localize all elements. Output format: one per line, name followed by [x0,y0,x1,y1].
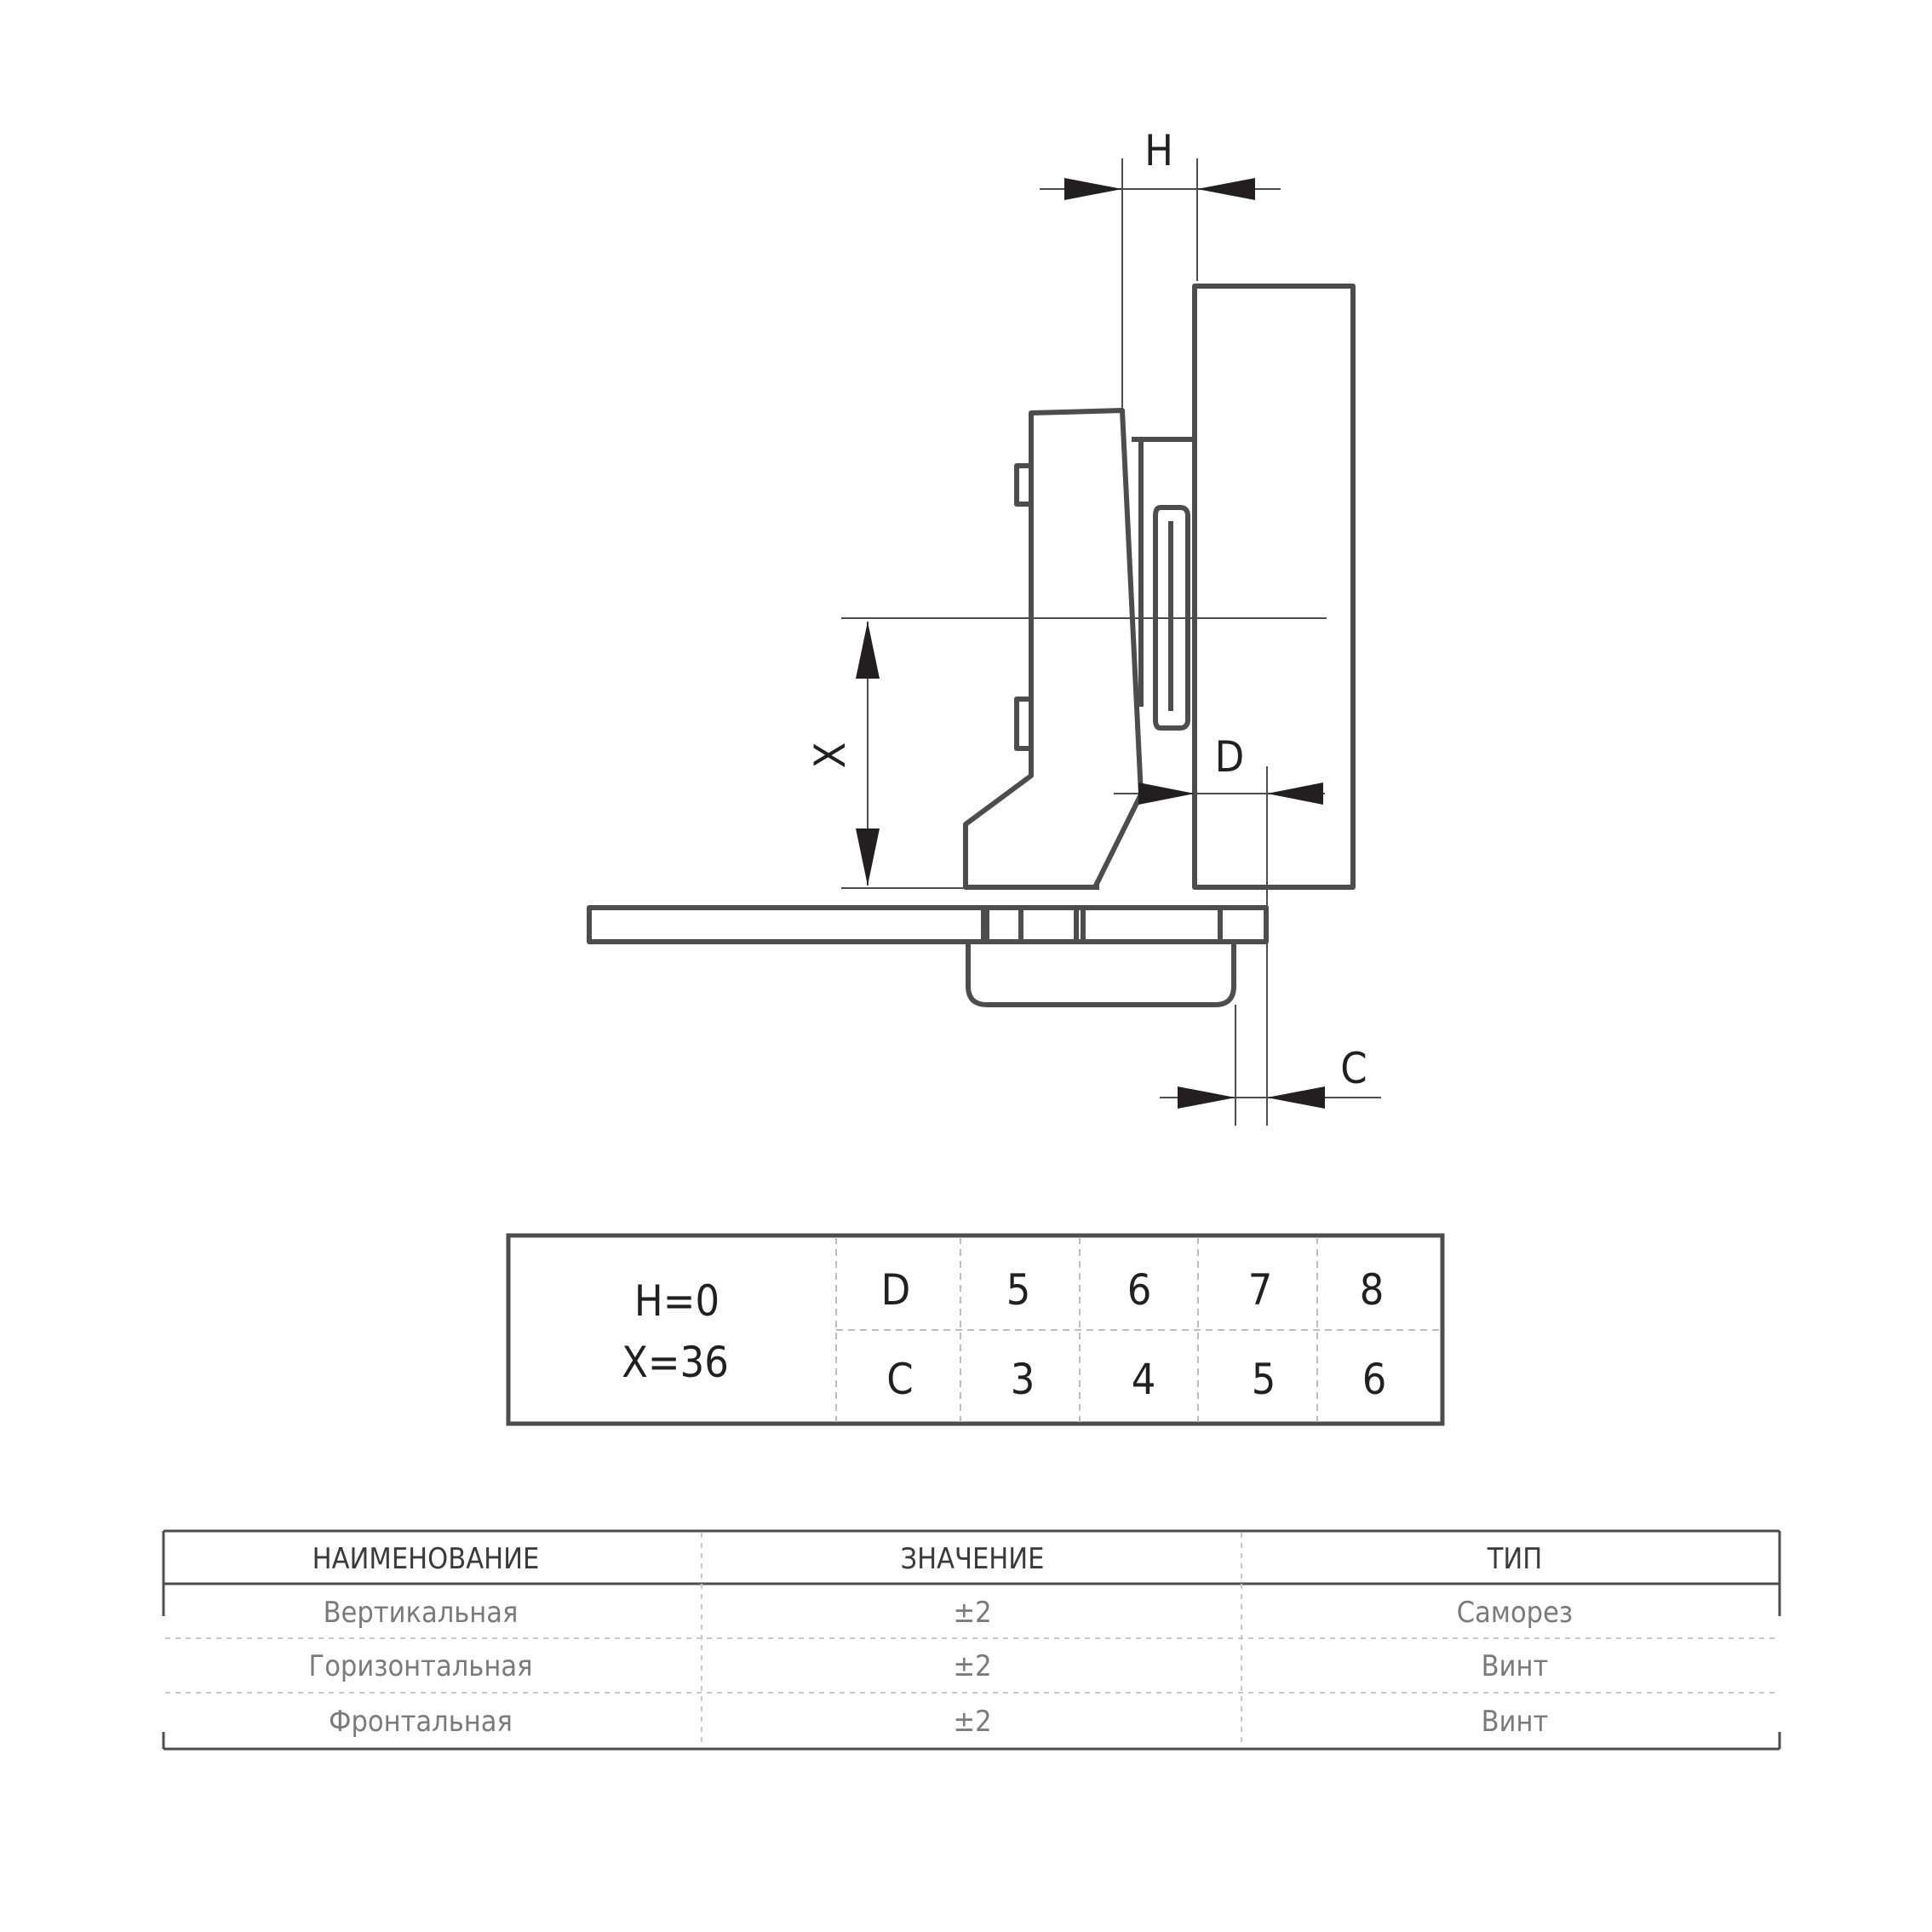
label-h: H [1144,126,1173,175]
spec-row-value: ±2 [953,1596,991,1630]
spec-header-value: ЗНАЧЕНИЕ [900,1542,1044,1576]
mounting-plate-cam [1153,505,1190,731]
c-arrow-right [1267,1086,1325,1109]
d-arrow-right [1267,783,1323,805]
label-x: X [805,742,855,769]
spec-row-type: Винт [1482,1705,1549,1739]
arm-tab-top [1014,463,1034,507]
spec-row-value: ±2 [953,1705,991,1739]
dimension-lines [841,158,1381,1126]
spec-header-type: ТИП [1487,1542,1543,1576]
spec-row-type: Саморез [1457,1596,1573,1630]
row-c-value: 6 [1362,1355,1387,1404]
spec-row-name: Вертикальная [324,1596,519,1630]
h-arrow-right [1197,178,1255,200]
c-arrow-left [1178,1086,1235,1109]
cup-screw [984,905,1079,944]
hinge-arm [963,408,1144,890]
arm-tab-bottom [1014,697,1034,751]
spec-row-value: ±2 [953,1649,991,1683]
dc-table: H=0 X=36 D 5 6 7 8 C 3 4 5 6 [506,1233,1445,1426]
door-panel [587,905,1269,944]
d-arrow-left [1138,783,1195,805]
dc-table-frame [506,1233,1445,1426]
label-d: D [1215,732,1245,782]
param-x: X=36 [622,1338,729,1387]
spec-header-name: НАИМЕНОВАНИЕ [312,1542,540,1576]
h-arrow-left [1064,178,1122,200]
spec-table-dashes [165,1533,1778,1747]
side-panel [1192,284,1356,890]
row-c-label: C [886,1355,913,1404]
dc-table-dividers [835,1237,1441,1422]
row-c-value: 4 [1132,1355,1156,1404]
dimension-labels: H X D C [805,126,1367,1093]
hinge-cup [966,942,1236,1007]
row-d-value: 5 [1006,1265,1031,1315]
spec-table: НАИМЕНОВАНИЕ ЗНАЧЕНИЕ ТИП Вертикальная ±… [162,1529,1781,1751]
spec-row-name: Фронтальная [329,1705,513,1739]
x-arrow-top [856,622,880,679]
x-arrow-bottom [856,828,880,886]
row-d-value: 8 [1360,1265,1385,1315]
hinge-drawing [587,284,1356,1007]
row-d-value: 6 [1127,1265,1152,1315]
row-d-value: 7 [1248,1265,1273,1315]
spec-row-type: Винт [1482,1649,1549,1683]
row-c-value: 3 [1011,1355,1035,1404]
spec-table-rules [162,1529,1781,1751]
param-h: H=0 [634,1276,719,1326]
spec-row-name: Горизонтальная [309,1649,533,1683]
row-c-value: 5 [1252,1355,1276,1404]
dimension-arrows [856,178,1325,1109]
label-c: C [1340,1044,1367,1093]
row-d-label: D [881,1265,911,1315]
